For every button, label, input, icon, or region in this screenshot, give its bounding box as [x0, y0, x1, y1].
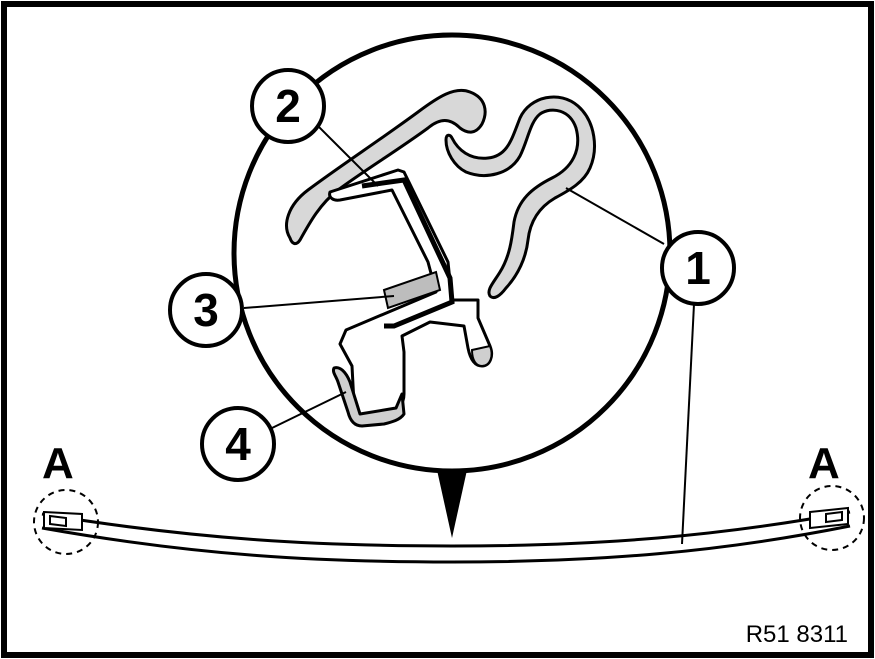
callout-3: 3: [168, 272, 244, 348]
detail-a-left-dashed-circle: [33, 489, 99, 555]
callout-3-label: 3: [193, 284, 219, 336]
leader-line-3: [243, 295, 395, 309]
part-4-lower-lip: [332, 366, 406, 428]
leader-line-4: [271, 391, 347, 429]
part-1-seal-profile: [444, 95, 596, 300]
detail-a-left: [33, 489, 99, 555]
callout-2-label: 2: [275, 80, 301, 132]
callout-4: 4: [200, 406, 276, 482]
part-2-upper-lip-profile: [285, 88, 487, 246]
metal-insert-channel: [361, 177, 455, 329]
callout-2-circle: [250, 68, 326, 144]
right-end-clip-notch: [825, 510, 843, 524]
callout-4-label: 4: [225, 418, 251, 470]
leader-line-1-to-strip: [681, 303, 695, 545]
leader-line-1-to-seal: [565, 187, 665, 245]
section-label-a-left: A: [42, 439, 74, 488]
trim-strip-lower-edge: [41, 524, 851, 564]
detail-pointer-arrow: [437, 470, 467, 538]
figure-reference-id: R51 8311: [746, 621, 848, 648]
leader-line-2: [317, 125, 379, 187]
detail-a-right: [799, 485, 865, 551]
callout-1-label: 1: [685, 242, 711, 294]
detail-a-right-dashed-circle: [799, 485, 865, 551]
section-label-a-right: A: [808, 439, 840, 488]
carrier-foot-tab: [470, 344, 493, 368]
callout-4-circle: [200, 406, 276, 482]
part-3-adhesive-pad: [382, 270, 442, 310]
callout-3-circle: [168, 272, 244, 348]
callout-2: 2: [250, 68, 326, 144]
callout-1: 1: [660, 230, 736, 306]
trim-strip-upper-edge: [41, 510, 851, 548]
callout-1-circle: [660, 230, 736, 306]
left-end-clip-notch: [49, 514, 67, 528]
